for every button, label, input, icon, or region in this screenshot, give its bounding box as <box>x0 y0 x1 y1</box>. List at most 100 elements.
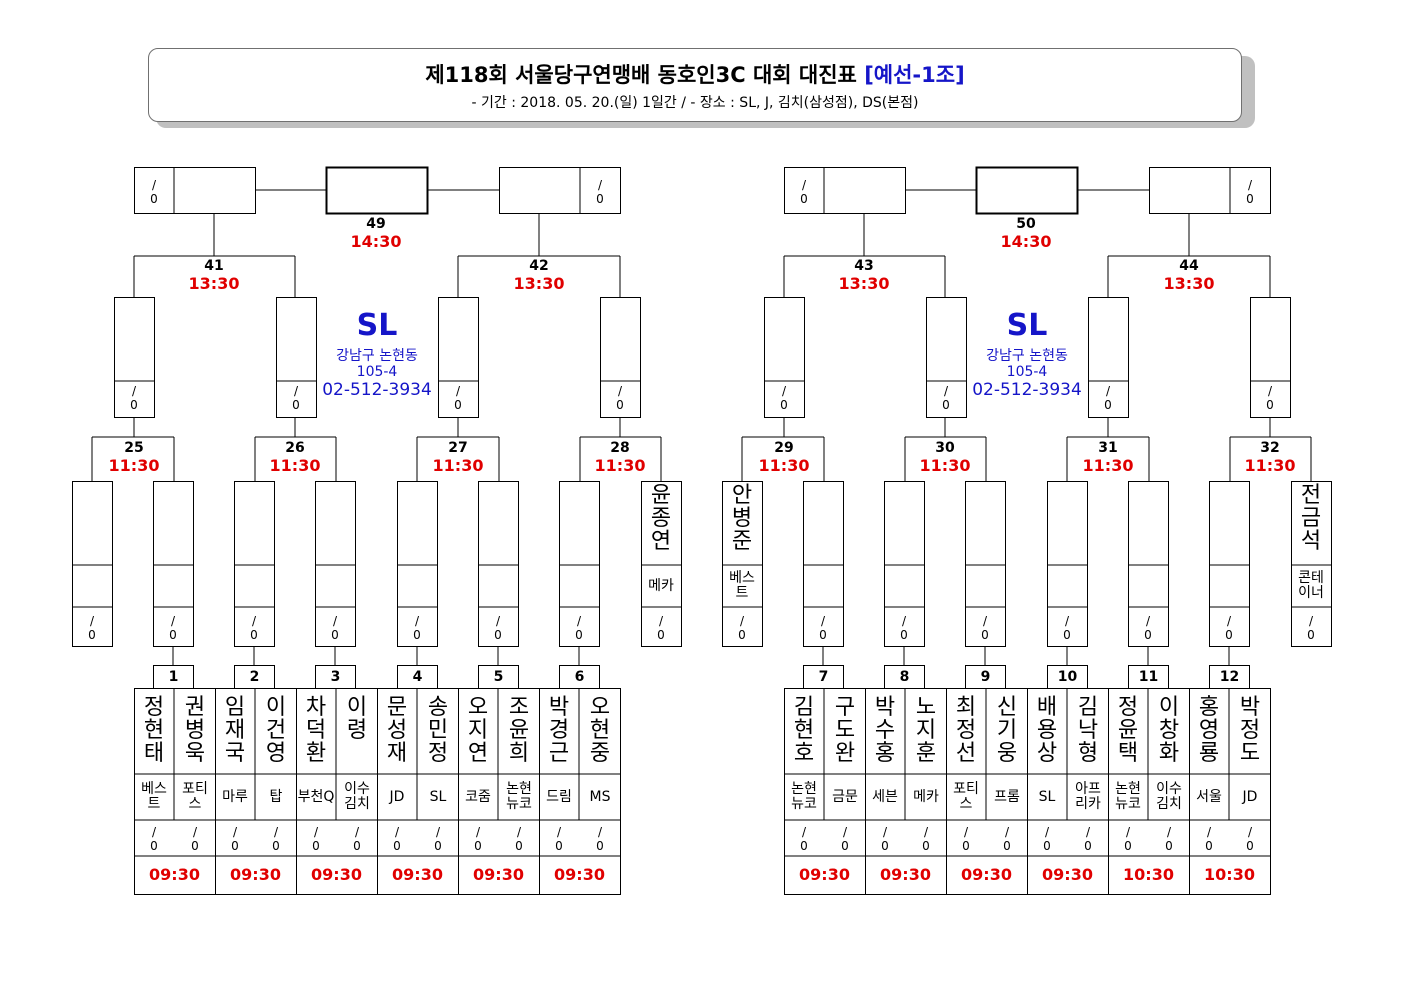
seed-slot-score-slash: / <box>658 614 664 628</box>
match-box <box>296 688 378 895</box>
quarter-match-time: 11:30 <box>594 456 646 475</box>
match-box <box>377 688 459 895</box>
match-time: 09:30 <box>799 865 850 884</box>
semi-match-number: 44 <box>1179 258 1199 274</box>
seed-slot-score-slash: / <box>89 614 95 628</box>
player-name: 박수홍 <box>874 695 896 766</box>
player-score-slash: / <box>801 825 807 839</box>
venue-address: 강남구 논현동 <box>336 348 418 364</box>
player-club: SL <box>1038 788 1056 805</box>
player-score-zero: 0 <box>1043 839 1051 853</box>
player-club: 드림 <box>546 788 572 805</box>
player-score-zero: 0 <box>1124 839 1132 853</box>
player-slot-score-zero: 0 <box>413 628 421 642</box>
final-right-slot-score-slash: / <box>1247 178 1253 192</box>
event-info: - 기간 : 2018. 05. 20.(일) 1일간 / - 장소 : SL,… <box>471 95 919 111</box>
match-number: 7 <box>803 665 844 688</box>
player-name: 차덕환 <box>305 695 327 766</box>
final-right-slot-score-zero: 0 <box>1246 192 1254 206</box>
match-time: 09:30 <box>230 865 281 884</box>
semi-slot-score-zero: 0 <box>942 398 950 412</box>
quarter-match-number: 32 <box>1260 440 1280 456</box>
semi-slot-score-slash: / <box>455 384 461 398</box>
player-slot <box>1047 481 1088 647</box>
player-score-slash: / <box>313 825 319 839</box>
final-match-number: 49 <box>366 216 386 232</box>
match-number: 12 <box>1209 665 1250 688</box>
semi-match-number: 42 <box>529 258 549 274</box>
quarter-match-number: 31 <box>1098 440 1118 456</box>
match-number: 4 <box>397 665 438 688</box>
semi-slot-score-slash: / <box>293 384 299 398</box>
player-score-zero: 0 <box>353 839 361 853</box>
group-label: [예선-1조] <box>864 63 965 87</box>
quarter-match-number: 29 <box>774 440 794 456</box>
player-name: 이건영 <box>265 695 287 766</box>
player-score-slash: / <box>1004 825 1010 839</box>
semi-slot-score-zero: 0 <box>1104 398 1112 412</box>
player-slot-score-slash: / <box>170 614 176 628</box>
player-club: 금문 <box>832 788 858 805</box>
player-club: 세븐 <box>872 788 898 805</box>
semi-slot <box>276 297 317 418</box>
player-score-slash: / <box>1044 825 1050 839</box>
player-slot-score-zero: 0 <box>819 628 827 642</box>
player-slot-score-zero: 0 <box>981 628 989 642</box>
player-score-zero: 0 <box>272 839 280 853</box>
seed-player-name: 전금석 <box>1300 483 1322 554</box>
player-score-slash: / <box>963 825 969 839</box>
seed-slot <box>72 481 113 647</box>
player-score-zero: 0 <box>881 839 889 853</box>
match-number: 6 <box>559 665 600 688</box>
player-slot <box>1128 481 1169 647</box>
player-slot-score-slash: / <box>495 614 501 628</box>
player-slot-score-zero: 0 <box>169 628 177 642</box>
match-box <box>458 688 540 895</box>
player-score-slash: / <box>842 825 848 839</box>
player-score-zero: 0 <box>800 839 808 853</box>
player-name: 조윤희 <box>508 695 530 766</box>
player-name: 홍영룡 <box>1198 695 1220 766</box>
seed-slot-score-slash: / <box>739 614 745 628</box>
player-name: 배용상 <box>1036 695 1058 766</box>
final-right-slot <box>1149 167 1271 214</box>
seed-player-club: 베스트 <box>729 570 755 601</box>
player-name: 오지연 <box>467 695 489 766</box>
quarter-match-time: 11:30 <box>758 456 810 475</box>
player-score-slash: / <box>151 825 157 839</box>
player-name: 박정도 <box>1239 695 1261 766</box>
player-club: 부천Q <box>297 788 335 805</box>
player-name: 이창화 <box>1158 695 1180 766</box>
final-match-number: 50 <box>1016 216 1036 232</box>
quarter-match-time: 11:30 <box>1082 456 1134 475</box>
player-club: 논현뉴코 <box>791 781 817 812</box>
final-winner-box <box>975 166 1079 215</box>
quarter-match-time: 11:30 <box>432 456 484 475</box>
player-name: 임재국 <box>224 695 246 766</box>
final-left-slot-score-slash: / <box>151 178 157 192</box>
seed-slot-score-zero: 0 <box>88 628 96 642</box>
player-score-zero: 0 <box>555 839 563 853</box>
match-number: 3 <box>315 665 356 688</box>
player-name: 최정선 <box>955 695 977 766</box>
semi-slot-score-slash: / <box>1105 384 1111 398</box>
final-left-slot-score-slash: / <box>801 178 807 192</box>
player-slot <box>397 481 438 647</box>
semi-slot-score-slash: / <box>943 384 949 398</box>
player-score-slash: / <box>923 825 929 839</box>
semi-slot <box>114 297 155 418</box>
player-name: 정윤택 <box>1117 695 1139 766</box>
match-time: 09:30 <box>311 865 362 884</box>
player-score-slash: / <box>192 825 198 839</box>
final-left-slot-score-zero: 0 <box>150 192 158 206</box>
match-number: 11 <box>1128 665 1169 688</box>
match-box <box>539 688 621 895</box>
match-time: 10:30 <box>1123 865 1174 884</box>
player-name: 송민정 <box>427 695 449 766</box>
match-number: 10 <box>1047 665 1088 688</box>
quarter-match-time: 11:30 <box>108 456 160 475</box>
semi-slot-score-slash: / <box>781 384 787 398</box>
player-slot <box>803 481 844 647</box>
